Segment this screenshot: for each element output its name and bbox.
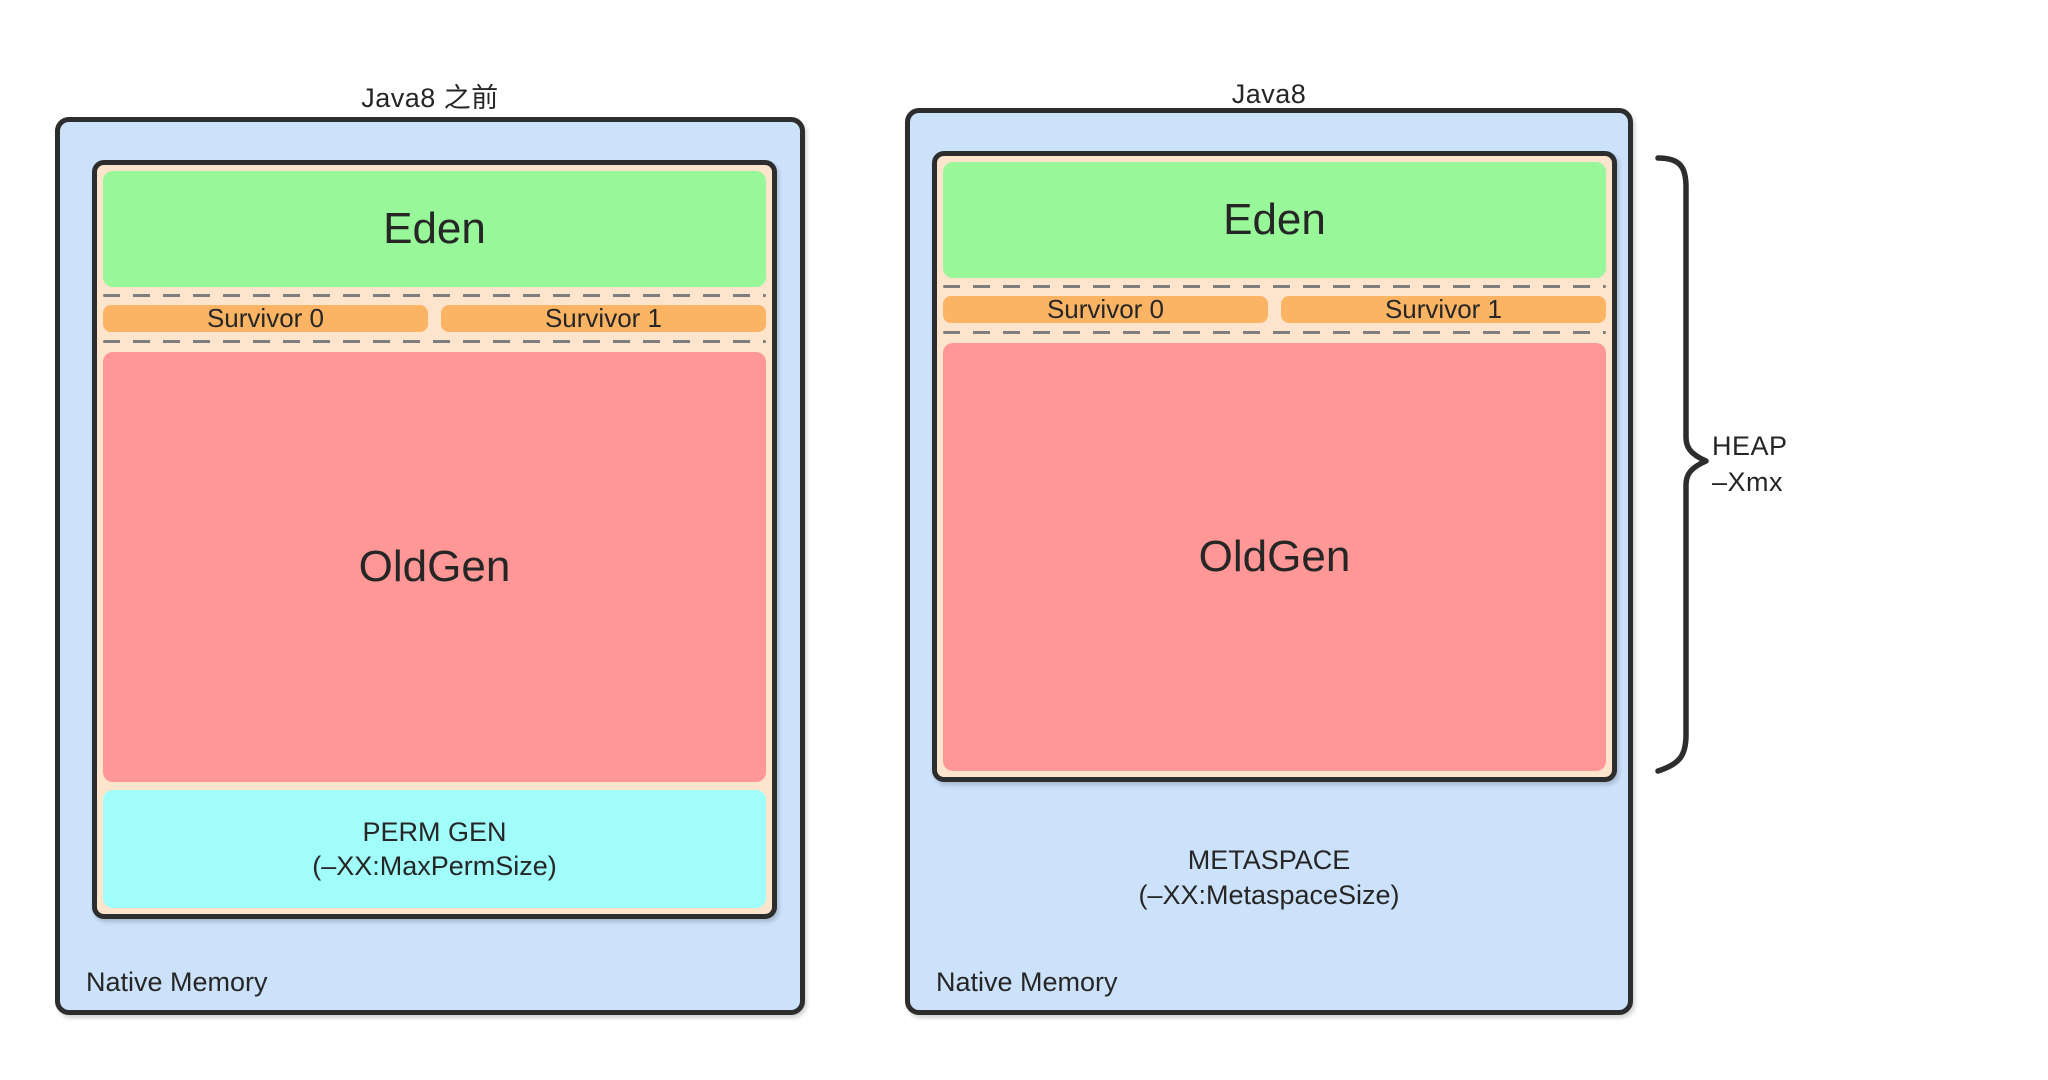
oldgen-region: OldGen <box>103 352 766 782</box>
heap-brace-icon <box>1655 155 1709 774</box>
native-memory-label-before: Native Memory <box>86 967 268 997</box>
survivor0-label: Survivor 0 <box>206 303 325 333</box>
heap-box-java8: Eden Survivor 0 Survivor 1 OldGen <box>932 151 1617 782</box>
metaspace-label: METASPACE (–XX:MetaspaceSize) <box>910 843 1628 913</box>
eden-region: Eden <box>943 162 1606 278</box>
survivor1-label: Survivor 1 <box>1384 294 1503 324</box>
heap-annotation-line1: HEAP <box>1712 431 1788 461</box>
survivor-bottom-divider <box>103 340 766 343</box>
native-memory-label-java8: Native Memory <box>936 967 1118 997</box>
eden-region: Eden <box>103 171 766 287</box>
permgen-label-line2: (–XX:MaxPermSize) <box>312 851 557 881</box>
oldgen-label: OldGen <box>358 542 511 591</box>
diagram-title-before-java8: Java8 之前 <box>361 83 499 113</box>
native-memory-box-java8: Eden Survivor 0 Survivor 1 OldGen METASP… <box>905 108 1633 1015</box>
survivor0-region: Survivor 0 <box>943 294 1268 324</box>
survivor1-region: Survivor 1 <box>441 303 766 333</box>
survivor1-label: Survivor 1 <box>544 303 663 333</box>
eden-label: Eden <box>1223 195 1326 244</box>
survivor-top-divider <box>943 285 1606 288</box>
metaspace-label-line1: METASPACE <box>1187 845 1351 875</box>
diagram-title-java8: Java8 <box>1231 79 1307 109</box>
heap-annotation-line2: –Xmx <box>1712 467 1784 497</box>
survivor0-region: Survivor 0 <box>103 303 428 333</box>
heap-box-before: Eden Survivor 0 Survivor 1 OldGen PERM G… <box>92 160 777 919</box>
eden-label: Eden <box>383 204 486 253</box>
metaspace-label-line2: (–XX:MetaspaceSize) <box>1138 880 1400 910</box>
heap-annotation: HEAP –Xmx <box>1712 428 1788 500</box>
oldgen-region: OldGen <box>943 343 1606 771</box>
survivor0-label: Survivor 0 <box>1046 294 1165 324</box>
native-memory-box-before: Eden Survivor 0 Survivor 1 OldGen PERM G… <box>55 117 805 1015</box>
permgen-region: PERM GEN (–XX:MaxPermSize) <box>103 790 766 908</box>
permgen-label-line1: PERM GEN <box>362 817 507 847</box>
oldgen-label: OldGen <box>1198 532 1351 581</box>
survivor-bottom-divider <box>943 331 1606 334</box>
survivor1-region: Survivor 1 <box>1281 294 1606 324</box>
survivor-top-divider <box>103 294 766 297</box>
